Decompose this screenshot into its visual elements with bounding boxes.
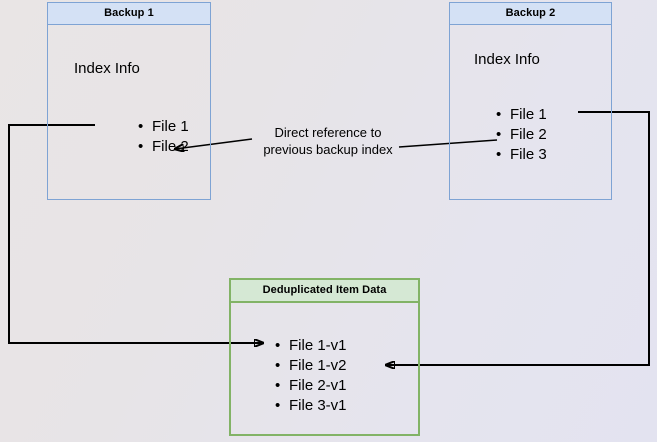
backup-2-box[interactable]: Backup 2 Index Info File 1 File 2 File 3 (449, 2, 612, 200)
list-item: File 1-v1 (273, 336, 347, 356)
direct-reference-line-2: previous backup index (263, 142, 393, 157)
backup-1-file-list: File 1 File 2 (136, 117, 189, 157)
list-item: File 1 (494, 105, 547, 125)
deduplicated-item-data-box[interactable]: Deduplicated Item Data File 1-v1 File 1-… (229, 278, 420, 436)
deduplicated-item-data-title: Deduplicated Item Data (262, 284, 387, 296)
deduplicated-file-list: File 1-v1 File 1-v2 File 2-v1 File 3-v1 (273, 336, 347, 416)
backup-1-box[interactable]: Backup 1 Index Info File 1 File 2 (47, 2, 211, 200)
backup-2-title: Backup 2 (505, 7, 556, 19)
list-item: File 3-v1 (273, 396, 347, 416)
list-item: File 1-v2 (273, 356, 347, 376)
backup-1-header: Backup 1 (48, 3, 210, 25)
list-item: File 1 (136, 117, 189, 137)
direct-reference-line-1: Direct reference to (274, 125, 382, 140)
backup-1-index-info-label: Index Info (74, 60, 140, 77)
list-item: File 2-v1 (273, 376, 347, 396)
deduplicated-item-data-header: Deduplicated Item Data (231, 280, 418, 303)
list-item: File 2 (494, 125, 547, 145)
backup-2-index-info-label: Index Info (474, 51, 540, 68)
direct-reference-annotation: Direct reference to previous backup inde… (248, 124, 408, 158)
list-item: File 3 (494, 145, 547, 165)
backup-2-file-list: File 1 File 2 File 3 (494, 105, 547, 165)
backup-1-title: Backup 1 (104, 7, 154, 19)
backup-2-header: Backup 2 (450, 3, 611, 25)
list-item: File 2 (136, 137, 189, 157)
